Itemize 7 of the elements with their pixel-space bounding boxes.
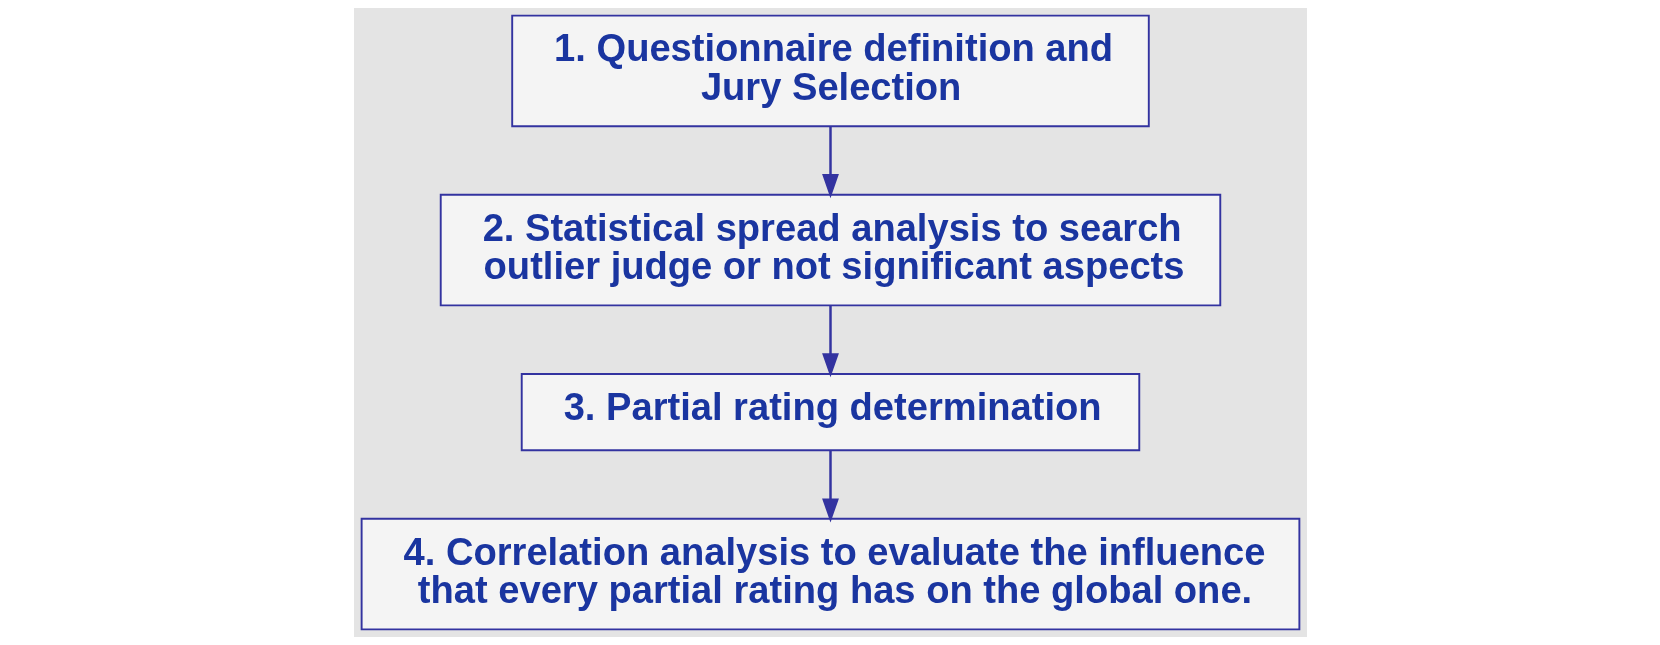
node-box: 3. Partial rating determination bbox=[520, 373, 1140, 452]
arrow bbox=[821, 305, 839, 378]
node-box: 1. Questionnaire definition and Jury Selection bbox=[510, 14, 1150, 128]
node-box: 2. Statistical spread analysis to search outlier judge or not significant aspects bbox=[439, 193, 1221, 307]
arrow bbox=[821, 126, 839, 199]
arrow bbox=[821, 450, 839, 523]
node-box: 4. Correlation analysis to evaluate the influence that every partial rating has on the global one. bbox=[360, 517, 1300, 631]
